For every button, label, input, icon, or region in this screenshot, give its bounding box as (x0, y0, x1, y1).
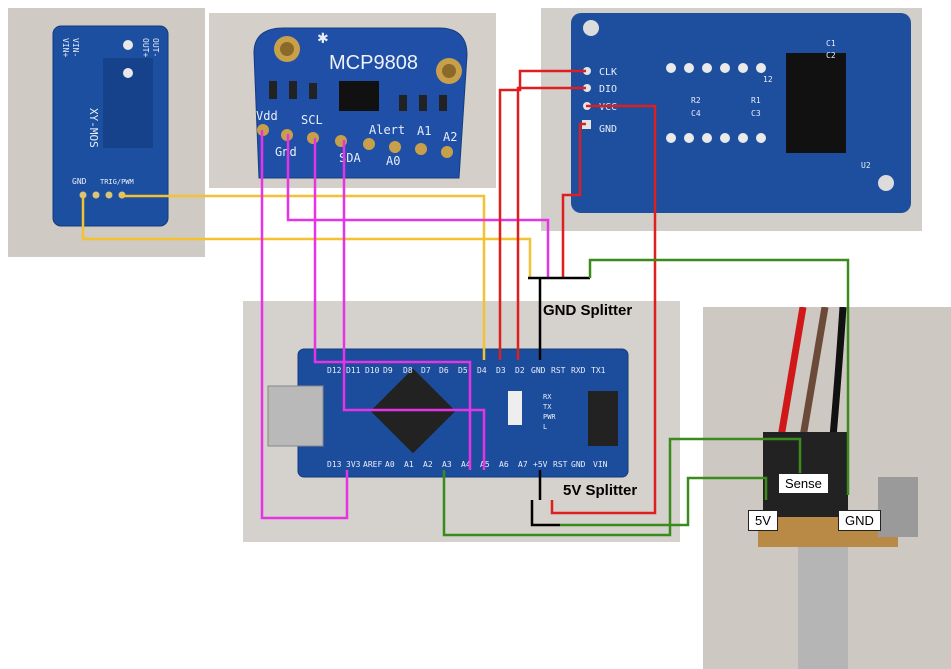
display-module-photo: CLK DIO VCC GND C1 C2 R2 R1 C4 C3 12 U2 (541, 8, 922, 231)
mosfet-board-name: XY-MOS (87, 108, 100, 148)
nano-a2-label: A2 (423, 460, 433, 469)
mosfet-vin-minus-label: VIN- (71, 38, 80, 57)
pot-5v-label: 5V (748, 510, 778, 531)
pot-gnd-label: GND (838, 510, 881, 531)
mosfet-out-label: OUT+ (141, 38, 150, 57)
nano-d3-label: D3 (496, 366, 506, 375)
display-c4-label: C4 (691, 109, 701, 118)
nano-l-label: L (543, 423, 547, 431)
display-dio-label: DIO (599, 84, 617, 95)
nano-d2-label: D2 (515, 366, 525, 375)
display-12-label: 12 (763, 75, 773, 84)
nano-d13-label: D13 (327, 460, 342, 469)
nano-rst-top-label: RST (551, 366, 566, 375)
nano-d9-label: D9 (383, 366, 393, 375)
sensor-scl-label: SCL (301, 113, 323, 127)
nano-gnd-bottom-label: GND (571, 460, 586, 469)
nano-d10-label: D10 (365, 366, 380, 375)
nano-d12-label: D12 (327, 366, 342, 375)
nano-a6-label: A6 (499, 460, 509, 469)
sensor-a0-label: A0 (386, 154, 400, 168)
nano-gnd-top-label: GND (531, 366, 546, 375)
nano-d6-label: D6 (439, 366, 449, 375)
sensor-title: MCP9808 (329, 52, 418, 74)
nano-d5-label: D5 (458, 366, 468, 375)
pot-sense-label: Sense (778, 473, 829, 494)
nano-a7-label: A7 (518, 460, 528, 469)
nano-tx1-label: TX1 (591, 366, 606, 375)
nano-d4-label: D4 (477, 366, 487, 375)
nano-d8-label: D8 (403, 366, 413, 375)
display-r1-label: R1 (751, 96, 761, 105)
nano-a5-label: A5 (480, 460, 490, 469)
nano-3v3-label: 3V3 (346, 460, 361, 469)
mosfet-out-minus-label: OUT- (151, 38, 160, 57)
display-c3-label: C3 (751, 109, 761, 118)
nano-pwr-label: PWR (543, 413, 556, 421)
nano-rx-label: RX (543, 393, 552, 401)
sensor-alert-label: Alert (369, 123, 405, 137)
mosfet-module-photo: VIN+ VIN- OUT+ OUT- XY-MOS GND TRIG/PWM (8, 8, 205, 257)
arduino-nano-photo: D12 D11 D10 D9 D8 D7 D6 D5 D4 D3 D2 GND … (243, 301, 680, 542)
nano-a0-label: A0 (385, 460, 395, 469)
sensor-gnd-label: Gnd (275, 145, 297, 159)
v5-splitter-label: 5V Splitter (563, 482, 638, 499)
display-c1-label: C1 (826, 39, 836, 48)
display-vcc-label: VCC (599, 102, 617, 113)
gnd-splitter-label: GND Splitter (543, 302, 633, 319)
nano-a3-label: A3 (442, 460, 452, 469)
display-gnd-label: GND (599, 124, 617, 135)
display-r2-label: R2 (691, 96, 701, 105)
nano-a4-label: A4 (461, 460, 471, 469)
nano-rxd-label: RXD (571, 366, 586, 375)
nano-rst-bottom-label: RST (553, 460, 568, 469)
nano-aref-label: AREF (363, 460, 382, 469)
sensor-sda-label: SDA (339, 151, 361, 165)
nano-5v-label: +5V (533, 460, 548, 469)
mosfet-trig-label: TRIG/PWM (100, 178, 134, 186)
temperature-sensor-photo: ✱ MCP9808 Vdd Gnd SCL SDA Alert A0 A1 A2 (209, 13, 496, 188)
nano-vin-label: VIN (593, 460, 608, 469)
nano-d11-label: D11 (346, 366, 361, 375)
svg-text:✱: ✱ (317, 30, 329, 46)
sensor-a1-label: A1 (417, 124, 431, 138)
display-clk-label: CLK (599, 67, 617, 78)
sensor-a2-label: A2 (443, 130, 457, 144)
sensor-vdd-label: Vdd (256, 109, 278, 123)
display-u2-label: U2 (861, 161, 871, 170)
mosfet-gnd-label: GND (72, 177, 87, 186)
mosfet-vin-label: VIN+ (61, 38, 70, 57)
nano-d7-label: D7 (421, 366, 431, 375)
nano-a1-label: A1 (404, 460, 414, 469)
display-c2-label: C2 (826, 51, 836, 60)
nano-tx-label: TX (543, 403, 552, 411)
